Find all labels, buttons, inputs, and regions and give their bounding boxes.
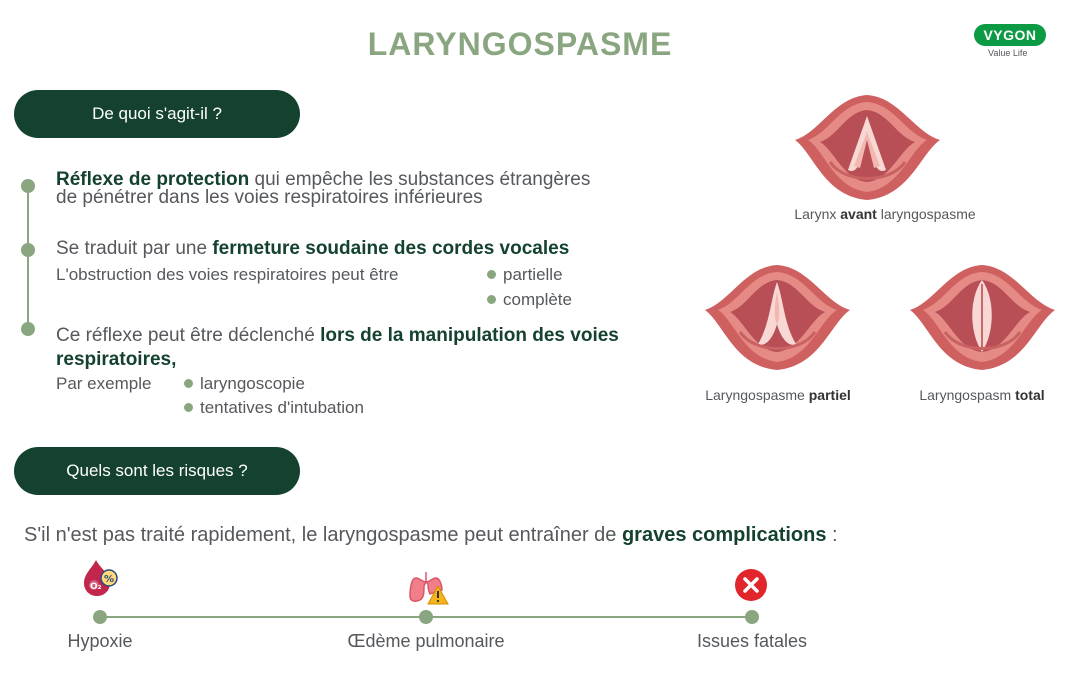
bullet-dot	[487, 270, 496, 279]
point-protection: Réflexe de protection qui empêche les su…	[56, 169, 616, 208]
risk-label-hypoxia: Hypoxie	[67, 631, 133, 651]
section-heading-risks-text: Quels sont les risques ?	[66, 461, 248, 480]
lungs-warning-icon	[409, 572, 449, 605]
point-trigger: Ce réflexe peut être déclenché lors de l…	[56, 324, 696, 372]
red-x-icon	[735, 569, 767, 601]
caption-before-bold: avant	[840, 206, 877, 222]
example-text: Par exemple	[56, 374, 152, 393]
example-laryngoscopy: laryngoscopie	[184, 374, 305, 394]
risk-label-fatal: Issues fatales	[696, 631, 808, 651]
caption-before-pre: Larynx	[794, 206, 841, 222]
risks-intro: S'il n'est pas traité rapidement, le lar…	[24, 524, 838, 547]
example-laryngoscopy-label: laryngoscopie	[200, 374, 305, 393]
option-partial: partielle	[487, 265, 563, 285]
larynx-total-illustration	[910, 265, 1055, 370]
timeline-line	[27, 186, 29, 330]
obstruction-text: L'obstruction des voies respiratoires pe…	[56, 265, 399, 284]
bullet-dot	[184, 403, 193, 412]
risk-dot-edema	[419, 610, 433, 624]
option-partial-label: partielle	[503, 265, 563, 284]
svg-text:%: %	[104, 574, 114, 585]
caption-partial: Laryngospasme partiel	[668, 387, 888, 403]
larynx-before-illustration	[795, 95, 940, 200]
risk-dot-fatal	[745, 610, 759, 624]
bullet-dot	[184, 379, 193, 388]
bullet-dot	[487, 295, 496, 304]
timeline-dot	[21, 243, 35, 257]
oxygen-label: O₂	[90, 582, 102, 592]
example-intubation: tentatives d'intubation	[184, 398, 364, 418]
risk-label-edema: Œdème pulmonaire	[347, 631, 505, 651]
option-complete-label: complète	[503, 290, 572, 309]
section-heading-risks: Quels sont les risques ?	[14, 447, 300, 495]
caption-total: Laryngospasm total	[872, 387, 1080, 403]
logo-brand: VYGON	[974, 24, 1046, 46]
page-title: LARYNGOSPASME	[367, 26, 673, 62]
oxygen-drop-icon: O₂ %	[84, 560, 118, 596]
timeline-dot	[21, 322, 35, 336]
caption-partial-bold: partiel	[808, 387, 851, 403]
risk-dot-hypoxia	[93, 610, 107, 624]
timeline-dot	[21, 179, 35, 193]
section-heading-what: De quoi s'agit-il ?	[14, 90, 300, 138]
point-closure-bold: fermeture soudaine des cordes vocales	[212, 238, 570, 259]
caption-total-bold: total	[1015, 387, 1045, 403]
logo-tagline: Value Life	[988, 48, 1028, 58]
point-protection-rest: qui empêche les substances étrangères de…	[56, 169, 591, 208]
risks-intro-text: S'il n'est pas traité rapidement, le lar…	[24, 524, 622, 546]
caption-before: Larynx avant laryngospasme	[760, 206, 1010, 222]
point-closure-prefix: Se traduit par une	[56, 238, 213, 259]
point-trigger-bold: lors de la manipulation des voies respir…	[56, 325, 619, 370]
risks-intro-end: :	[826, 524, 838, 546]
option-complete: complète	[487, 290, 572, 310]
vygon-logo: VYGON Value Life	[974, 24, 1054, 58]
caption-total-pre: Laryngospasm	[919, 387, 1016, 403]
larynx-partial-illustration	[705, 265, 850, 370]
risks-intro-bold: graves complications	[621, 524, 827, 546]
point-closure: Se traduit par une fermeture soudaine de…	[56, 238, 696, 259]
point-protection-bold: Réflexe de protection	[56, 169, 250, 190]
section-heading-what-text: De quoi s'agit-il ?	[92, 104, 222, 123]
caption-before-post: laryngospasme	[876, 206, 976, 222]
example-intubation-label: tentatives d'intubation	[200, 398, 364, 417]
point-trigger-prefix: Ce réflexe peut être déclenché	[56, 325, 321, 346]
caption-partial-pre: Laryngospasme	[705, 387, 809, 403]
